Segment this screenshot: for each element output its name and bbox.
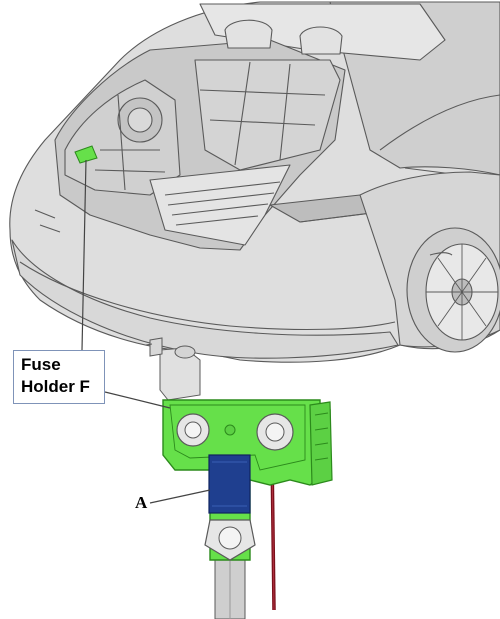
callout-line-2: Holder F	[21, 377, 90, 396]
right-stud	[256, 413, 294, 451]
vehicle-rear	[9, 1, 500, 363]
fuse-holder-callout: Fuse Holder F	[13, 350, 105, 404]
left-stud	[176, 413, 210, 447]
callout-line-1: Fuse	[21, 355, 61, 374]
rear-bumper	[11, 239, 399, 359]
fuse-location-marker	[74, 145, 98, 164]
leader-line-holder	[104, 391, 171, 409]
bottom-stud	[204, 519, 256, 561]
label-a: A	[135, 493, 148, 512]
fuse-holder-detail	[145, 337, 333, 619]
top-terminal	[145, 337, 201, 401]
fuse-element-a	[208, 454, 251, 514]
leader-line-location	[81, 159, 87, 351]
leader-line-a	[149, 489, 211, 504]
rear-wheel	[406, 227, 500, 353]
